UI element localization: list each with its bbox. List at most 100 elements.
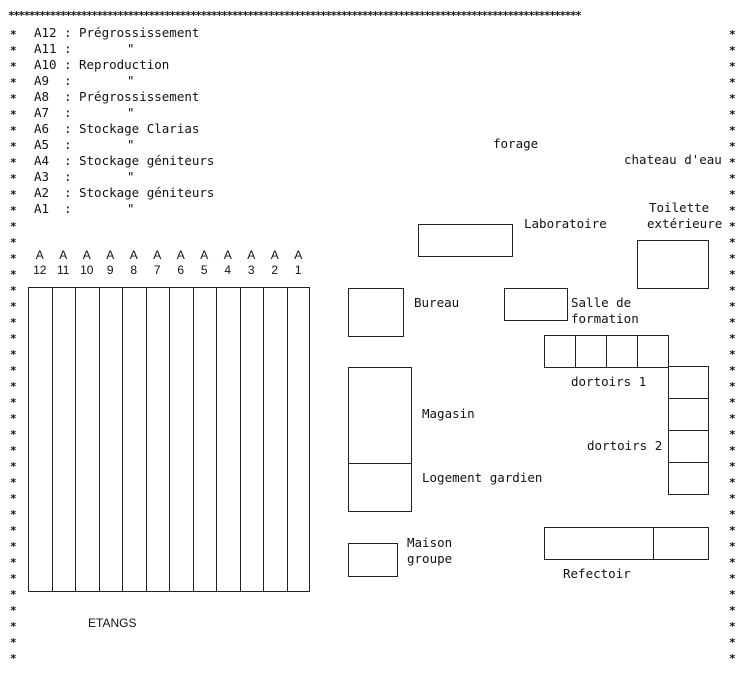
border-star: *: [10, 204, 17, 217]
pond-letter: A: [223, 248, 232, 262]
legend-use: Reproduction: [79, 57, 170, 72]
legend-code: A8: [34, 89, 50, 104]
pond-divider: [51, 287, 53, 592]
pond-letter: A: [176, 248, 185, 262]
magasin-logement-divider: [348, 463, 412, 465]
border-star: *: [10, 396, 17, 409]
pond-letter: A: [106, 248, 115, 262]
chateau-label: chateau d'eau: [624, 152, 722, 167]
salle-label-2: formation: [571, 311, 639, 326]
legend-code: A11: [34, 41, 57, 56]
border-star: *: [729, 156, 736, 169]
logement-label: Logement gardien: [422, 470, 543, 485]
border-star: *: [10, 556, 17, 569]
border-star: *: [10, 428, 17, 441]
border-star: *: [10, 604, 17, 617]
legend-use: ": [127, 137, 135, 152]
border-star: *: [10, 28, 17, 41]
legend-use: ": [127, 105, 135, 120]
pond-divider: [145, 287, 147, 592]
border-star: *: [10, 348, 17, 361]
border-star: *: [729, 188, 736, 201]
border-star: *: [10, 572, 17, 585]
border-star: *: [729, 380, 736, 393]
legend-separator: :: [64, 201, 72, 216]
salle-formation-building: [504, 288, 568, 321]
pond-divider: [169, 287, 171, 592]
magasin-label: Magasin: [422, 406, 475, 421]
border-star: *: [10, 124, 17, 137]
pond-letter: A: [129, 248, 138, 262]
border-star: *: [729, 428, 736, 441]
legend-code: A7: [34, 105, 50, 120]
border-star: *: [10, 236, 17, 249]
border-star: *: [10, 508, 17, 521]
legend-use: Prégrossissement: [79, 89, 200, 104]
dortoirs1-divider: [637, 335, 639, 368]
border-star: *: [729, 604, 736, 617]
legend-use: ": [127, 201, 135, 216]
pond-number: 6: [177, 263, 185, 277]
border-star: *: [729, 556, 736, 569]
pond-number: 5: [200, 263, 208, 277]
border-star: *: [729, 364, 736, 377]
legend-separator: :: [64, 185, 72, 200]
border-star: *: [10, 460, 17, 473]
pond-number: 1: [294, 263, 302, 277]
pond-number: 7: [153, 263, 161, 277]
maison-groupe-building: [348, 543, 398, 577]
border-star: *: [729, 124, 736, 137]
legend-separator: :: [64, 137, 72, 152]
border-star: *: [10, 92, 17, 105]
pond-divider: [98, 287, 100, 592]
border-star: *: [10, 44, 17, 57]
border-star: *: [10, 172, 17, 185]
pond-number: 4: [224, 263, 232, 277]
border-star: *: [729, 60, 736, 73]
border-star: *: [10, 652, 17, 665]
border-star: *: [729, 460, 736, 473]
border-star: *: [729, 524, 736, 537]
toilette-label-2: extérieure: [647, 216, 723, 231]
pond-divider: [216, 287, 218, 592]
border-star: *: [729, 92, 736, 105]
border-star: *: [729, 396, 736, 409]
legend-separator: :: [64, 57, 72, 72]
legend-separator: :: [64, 169, 72, 184]
pond-number: 8: [130, 263, 138, 277]
border-star: *: [729, 540, 736, 553]
border-star: *: [10, 252, 17, 265]
border-star: *: [10, 108, 17, 121]
border-star: *: [10, 524, 17, 537]
legend-separator: :: [64, 25, 72, 40]
border-star: *: [729, 284, 736, 297]
bureau-building: [348, 288, 404, 337]
legend-code: A4: [34, 153, 50, 168]
legend-use: Stockage géniteurs: [79, 185, 215, 200]
laboratoire-building: [418, 224, 513, 257]
legend-code: A9: [34, 73, 50, 88]
pond-divider: [192, 287, 194, 592]
legend-code: A2: [34, 185, 50, 200]
border-star: *: [10, 444, 17, 457]
pond-letter: A: [59, 248, 68, 262]
border-star: *: [10, 316, 17, 329]
salle-label-1: Salle de: [571, 295, 632, 310]
border-star: *: [10, 620, 17, 633]
border-star: *: [10, 300, 17, 313]
dortoirs2-label: dortoirs 2: [587, 438, 663, 453]
refectoir-building: [544, 527, 709, 560]
pond-number: 11: [57, 263, 70, 277]
legend-use: Stockage Clarias: [79, 121, 200, 136]
bureau-label: Bureau: [414, 295, 460, 310]
pond-letter: A: [82, 248, 91, 262]
border-star: *: [10, 588, 17, 601]
legend-separator: :: [64, 121, 72, 136]
border-star: *: [729, 44, 736, 57]
border-star: *: [10, 492, 17, 505]
laboratoire-label: Laboratoire: [524, 216, 607, 231]
border-star: *: [729, 588, 736, 601]
pond-letter: A: [294, 248, 303, 262]
legend-code: A1: [34, 201, 50, 216]
border-star: *: [10, 540, 17, 553]
